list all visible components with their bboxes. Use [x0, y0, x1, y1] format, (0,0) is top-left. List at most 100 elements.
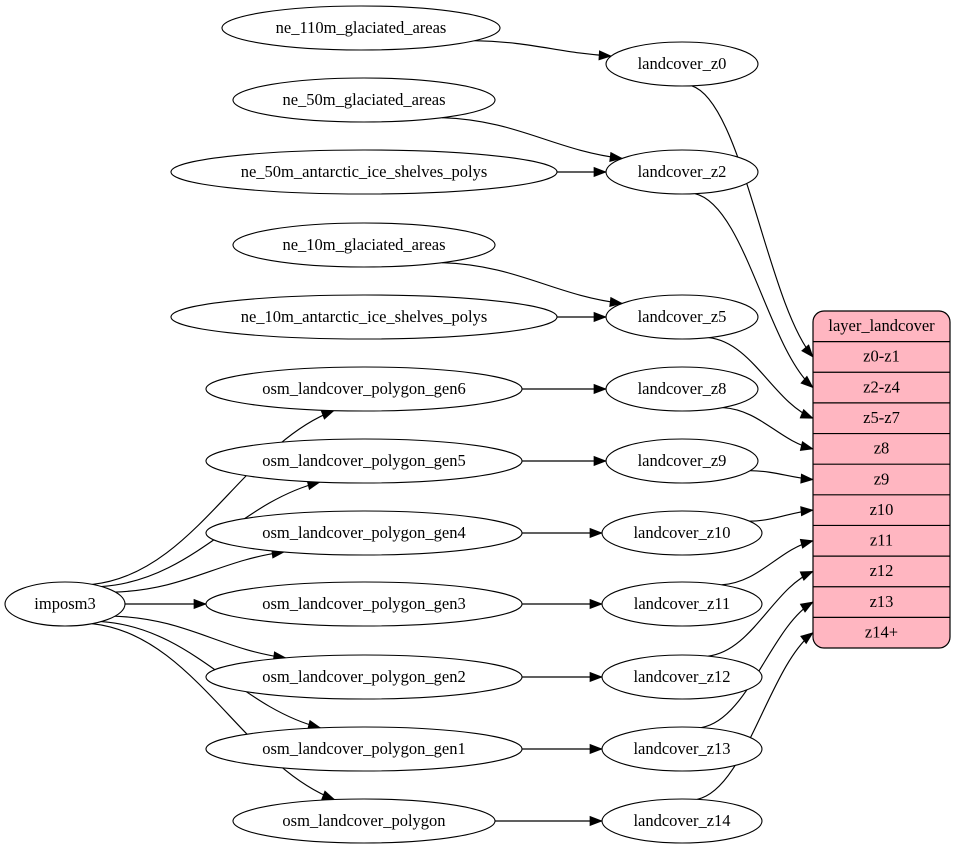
node-label-landcover_z9: landcover_z9: [638, 451, 727, 470]
arrowhead-landcover_z9-6: [593, 455, 607, 467]
node-shape-landcover_z2[interactable]: [605, 149, 759, 195]
node-ne_50m_glaciated_areas[interactable]: ne_50m_glaciated_areas: [232, 77, 496, 123]
node-shape-osm_landcover_polygon_gen2[interactable]: [205, 654, 523, 700]
node-landcover_z12[interactable]: landcover_z12: [601, 654, 763, 700]
node-landcover_z8[interactable]: landcover_z8: [605, 366, 759, 412]
node-osm_landcover_polygon[interactable]: osm_landcover_polygon: [232, 798, 496, 844]
edge-landcover_z8-to-layer_landcover-z8: [722, 407, 814, 450]
node-shape-landcover_z10[interactable]: [601, 510, 763, 556]
node-label-landcover_z14: landcover_z14: [633, 811, 730, 830]
node-ne_110m_glaciated_areas[interactable]: ne_110m_glaciated_areas: [221, 5, 501, 51]
node-shape-imposm3[interactable]: [4, 581, 126, 627]
node-label-ne_10m_antarctic_ice_shelves_polys: ne_10m_antarctic_ice_shelves_polys: [241, 307, 488, 326]
node-shape-osm_landcover_polygon_gen6[interactable]: [205, 366, 523, 412]
node-shape-ne_110m_glaciated_areas[interactable]: [221, 5, 501, 51]
node-label-ne_10m_glaciated_areas: ne_10m_glaciated_areas: [282, 235, 445, 254]
edge-landcover_z2-to-layer_landcover-z2-z4: [695, 193, 814, 389]
node-landcover_z13[interactable]: landcover_z13: [601, 726, 763, 772]
node-osm_landcover_polygon_gen5[interactable]: osm_landcover_polygon_gen5: [205, 438, 523, 484]
node-landcover_z10[interactable]: landcover_z10: [601, 510, 763, 556]
arrowhead-osm_landcover_polygon_gen6-12: [320, 410, 335, 420]
record-body[interactable]: [812, 310, 951, 649]
node-ne_10m_glaciated_areas[interactable]: ne_10m_glaciated_areas: [232, 222, 496, 268]
node-shape-landcover_z13[interactable]: [601, 726, 763, 772]
record-row-label-z8[interactable]: z8: [874, 439, 890, 458]
node-shape-landcover_z8[interactable]: [605, 366, 759, 412]
node-shape-osm_landcover_polygon[interactable]: [232, 798, 496, 844]
node-label-ne_50m_glaciated_areas: ne_50m_glaciated_areas: [282, 90, 445, 109]
node-ne_10m_antarctic_ice_shelves_polys[interactable]: ne_10m_antarctic_ice_shelves_polys: [170, 294, 558, 340]
node-label-osm_landcover_polygon_gen2: osm_landcover_polygon_gen2: [262, 667, 465, 686]
record-row-label-z14plus[interactable]: z14+: [865, 622, 898, 641]
node-shape-landcover_z14[interactable]: [601, 798, 763, 844]
node-shape-ne_50m_glaciated_areas[interactable]: [232, 77, 496, 123]
node-landcover_z9[interactable]: landcover_z9: [605, 438, 759, 484]
arrowhead-layer_landcover-z2-z4-20: [800, 375, 814, 389]
edge-imposm3-to-osm_landcover_polygon_gen2: [114, 615, 286, 659]
record-row-label-z13[interactable]: z13: [870, 592, 894, 611]
arrowhead-layer_landcover-z8-22: [799, 441, 814, 451]
node-shape-ne_50m_antarctic_ice_shelves_polys[interactable]: [170, 149, 558, 195]
node-shape-osm_landcover_polygon_gen1[interactable]: [205, 726, 523, 772]
edge-landcover_z5-to-layer_landcover-z5-z7: [708, 337, 814, 419]
edge-ne_110m_glaciated_areas-to-landcover_z0: [474, 40, 612, 57]
node-osm_landcover_polygon_gen1[interactable]: osm_landcover_polygon_gen1: [205, 726, 523, 772]
arrowhead-landcover_z5-3: [609, 296, 624, 308]
node-label-osm_landcover_polygon_gen4: osm_landcover_polygon_gen4: [262, 523, 465, 542]
record-row-label-z9[interactable]: z9: [874, 469, 890, 488]
node-shape-osm_landcover_polygon_gen4[interactable]: [205, 510, 523, 556]
node-shape-landcover_z9[interactable]: [605, 438, 759, 484]
record-row-label-z2-z4[interactable]: z2-z4: [863, 377, 900, 396]
node-osm_landcover_polygon_gen4[interactable]: osm_landcover_polygon_gen4: [205, 510, 523, 556]
node-shape-landcover_z11[interactable]: [601, 581, 763, 627]
node-ne_50m_antarctic_ice_shelves_polys[interactable]: ne_50m_antarctic_ice_shelves_polys: [170, 149, 558, 195]
node-label-ne_50m_antarctic_ice_shelves_polys: ne_50m_antarctic_ice_shelves_polys: [241, 162, 488, 181]
node-landcover_z0[interactable]: landcover_z0: [605, 41, 759, 87]
node-osm_landcover_polygon_gen6[interactable]: osm_landcover_polygon_gen6: [205, 366, 523, 412]
node-label-landcover_z10: landcover_z10: [633, 523, 730, 542]
arrowhead-landcover_z8-5: [593, 383, 607, 395]
record-layer: layer_landcover z0-z1 z2-z4 z5-z7 z8 z9 z10 z11…: [812, 310, 951, 649]
record-row-label-z0-z1[interactable]: z0-z1: [863, 347, 900, 366]
node-layer: imposm3 ne_110m_glaciated_areas ne_50m_gla…: [4, 5, 763, 844]
node-label-landcover_z2: landcover_z2: [638, 162, 727, 181]
arrowhead-landcover_z5-4: [593, 311, 607, 323]
edge-layer: [91, 40, 814, 827]
arrowhead-landcover_z13-10: [589, 743, 603, 755]
node-shape-osm_landcover_polygon_gen5[interactable]: [205, 438, 523, 484]
node-label-osm_landcover_polygon_gen5: osm_landcover_polygon_gen5: [262, 451, 465, 470]
arrowhead-layer_landcover-z10-24: [800, 506, 814, 517]
node-label-osm_landcover_polygon_gen3: osm_landcover_polygon_gen3: [262, 594, 465, 613]
node-shape-ne_10m_antarctic_ice_shelves_polys[interactable]: [170, 294, 558, 340]
node-landcover_z14[interactable]: landcover_z14: [601, 798, 763, 844]
node-shape-osm_landcover_polygon_gen3[interactable]: [205, 581, 523, 627]
node-landcover_z11[interactable]: landcover_z11: [601, 581, 763, 627]
node-shape-landcover_z5[interactable]: [605, 294, 759, 340]
arrowhead-landcover_z2-2: [593, 166, 607, 178]
arrowhead-landcover_z10-7: [589, 527, 603, 539]
node-osm_landcover_polygon_gen2[interactable]: osm_landcover_polygon_gen2: [205, 654, 523, 700]
arrowhead-osm_landcover_polygon-18: [321, 790, 336, 800]
arrowhead-osm_landcover_polygon_gen3-15: [193, 598, 207, 610]
record-node-layer_landcover[interactable]: layer_landcover z0-z1 z2-z4 z5-z7 z8 z9 z10 z11…: [812, 310, 951, 649]
record-row-label-z12[interactable]: z12: [870, 561, 894, 580]
record-row-label-z5-z7[interactable]: z5-z7: [863, 408, 900, 427]
node-imposm3[interactable]: imposm3: [4, 581, 126, 627]
arrowhead-landcover_z2-1: [609, 151, 624, 163]
node-osm_landcover_polygon_gen3[interactable]: osm_landcover_polygon_gen3: [205, 581, 523, 627]
node-landcover_z5[interactable]: landcover_z5: [605, 294, 759, 340]
record-row-label-z10[interactable]: z10: [870, 500, 894, 519]
node-shape-landcover_z12[interactable]: [601, 654, 763, 700]
node-shape-ne_10m_glaciated_areas[interactable]: [232, 222, 496, 268]
record-header-label: layer_landcover: [828, 316, 935, 335]
edge-landcover_z0-to-layer_landcover-z0-z1: [691, 85, 814, 358]
edge-ne_50m_glaciated_areas-to-landcover_z2: [442, 117, 623, 160]
record-row-label-z11[interactable]: z11: [870, 531, 893, 550]
arrowhead-layer_landcover-z0-z1-19: [801, 344, 814, 358]
node-landcover_z2[interactable]: landcover_z2: [605, 149, 759, 195]
edge-imposm3-to-osm_landcover_polygon_gen4: [115, 551, 285, 593]
edge-landcover_z12-to-layer_landcover-z12: [707, 570, 814, 657]
node-shape-landcover_z0[interactable]: [605, 41, 759, 87]
node-label-landcover_z8: landcover_z8: [638, 379, 727, 398]
